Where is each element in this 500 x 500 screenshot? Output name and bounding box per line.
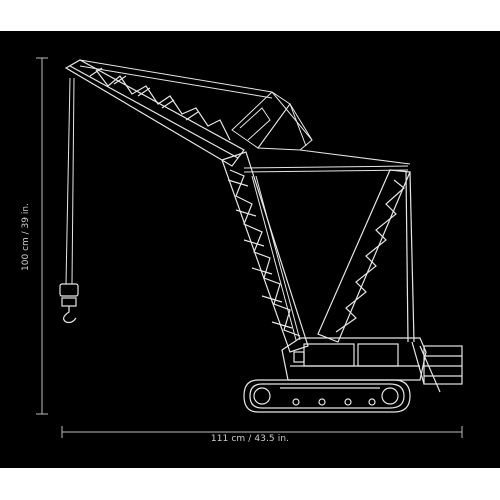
- main-boom: [64, 59, 245, 167]
- back-mast: [317, 169, 415, 343]
- height-dimension-line: [36, 57, 48, 415]
- jib-and-pendants: [79, 59, 313, 151]
- hook-block-icon: [59, 283, 79, 324]
- hoist-rope: [65, 77, 75, 285]
- crawler-track: [243, 379, 411, 413]
- height-dimension-label: 100 cm / 39 in.: [21, 203, 31, 271]
- width-dimension-line: [61, 426, 463, 438]
- gantry-beams: [243, 149, 411, 341]
- width-dimension-label: 111 cm / 43.5 in.: [210, 434, 290, 444]
- superstructure: [281, 337, 427, 381]
- counterweight: [411, 341, 463, 393]
